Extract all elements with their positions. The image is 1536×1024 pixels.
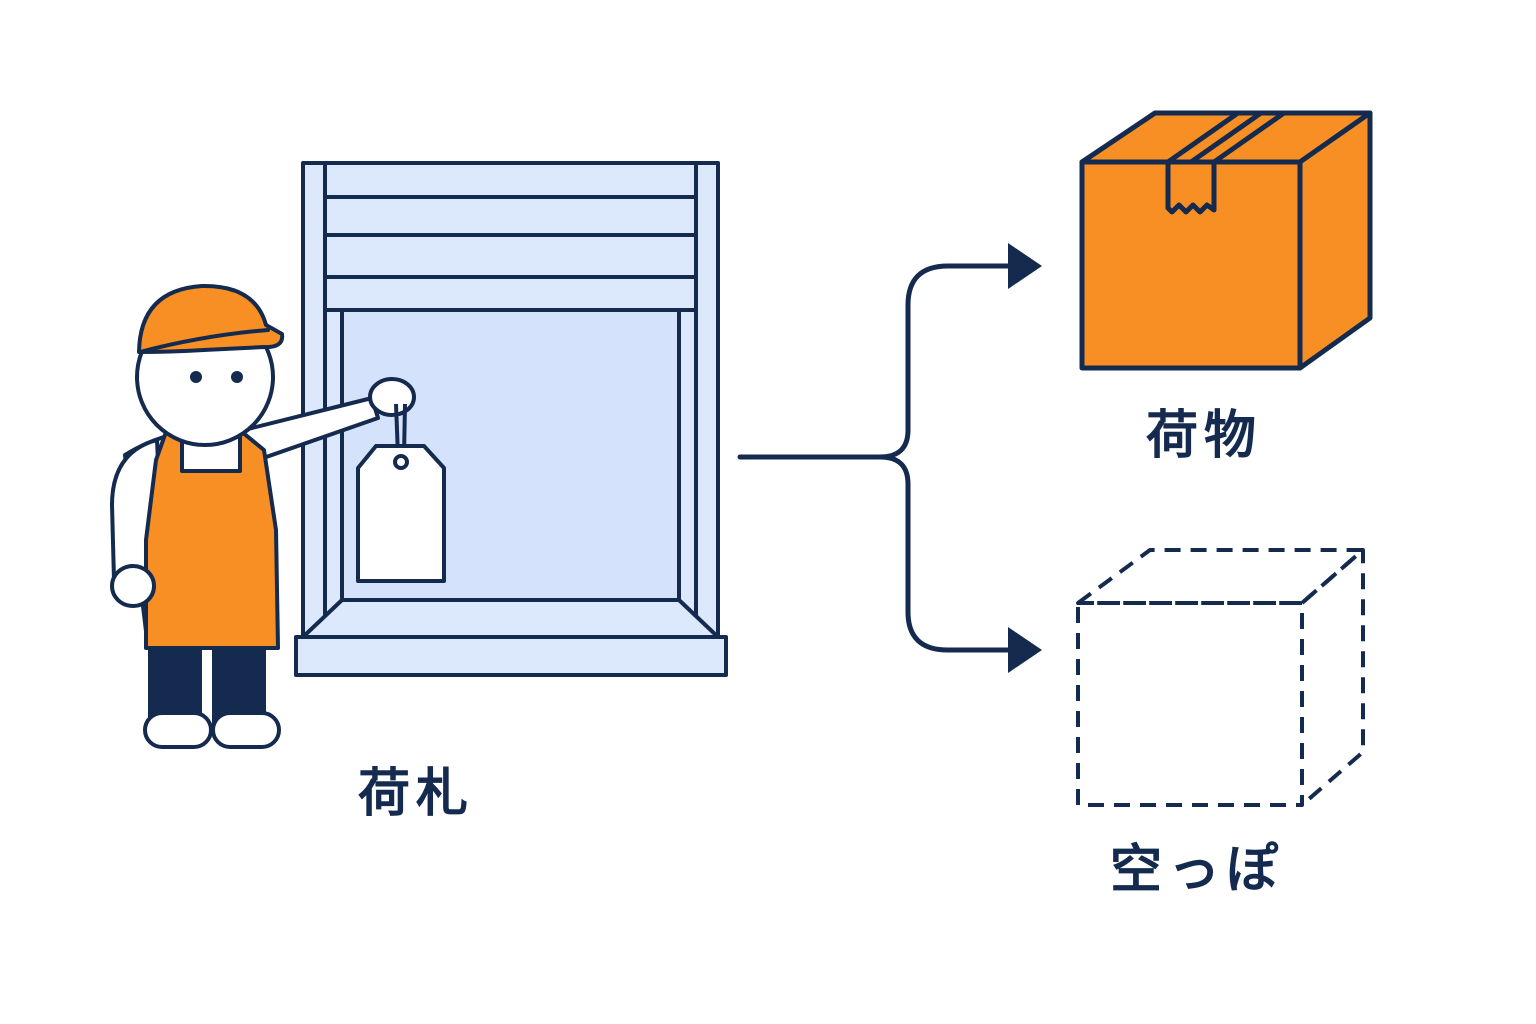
empty-box-top: [1076, 548, 1365, 605]
tag-eyelet: [393, 454, 409, 470]
worker-right-leg: [212, 638, 266, 727]
locker-floor: [301, 598, 720, 639]
delivery-worker-icon: [110, 283, 416, 749]
locker-shutter-slat-4: [323, 275, 698, 312]
box-tape-middle-line: [1189, 110, 1263, 165]
worker-right-eye: [231, 371, 243, 383]
empty-box-front: [1076, 601, 1304, 807]
arrow-lower-branch: [877, 454, 1015, 653]
arrow-upper-head: [1008, 243, 1042, 289]
branching-arrow-icon: [737, 263, 1015, 653]
locker-shutter-slat-1: [323, 161, 698, 199]
worker-right-hand: [368, 377, 416, 417]
box-tape-front: [1165, 159, 1217, 215]
package-label: 荷物: [1146, 406, 1263, 466]
worker-left-shoe: [143, 711, 213, 749]
worker-cap-brim-line: [138, 328, 270, 354]
empty-box-side: [1300, 548, 1365, 807]
worker-right-shoe: [211, 711, 281, 749]
locker-shutter-slat-3: [323, 233, 698, 279]
dashed-empty-box-icon: [1076, 548, 1365, 807]
arrow-lower-head: [1008, 627, 1042, 673]
locker-base: [294, 635, 728, 677]
worker-left-eye: [190, 371, 202, 383]
worker-apron: [144, 430, 280, 650]
luggage-tag-icon: [356, 403, 446, 583]
empty-label: 空っぽ: [1110, 840, 1285, 900]
locker-shutter-slat-2: [323, 195, 698, 237]
arrow-upper-branch: [877, 263, 1015, 460]
tag-label: 荷札: [358, 764, 475, 824]
tag-body: [356, 444, 446, 583]
cardboard-box-icon: [1079, 110, 1373, 371]
worker-left-hand: [110, 564, 156, 608]
worker-cap: [137, 283, 285, 354]
